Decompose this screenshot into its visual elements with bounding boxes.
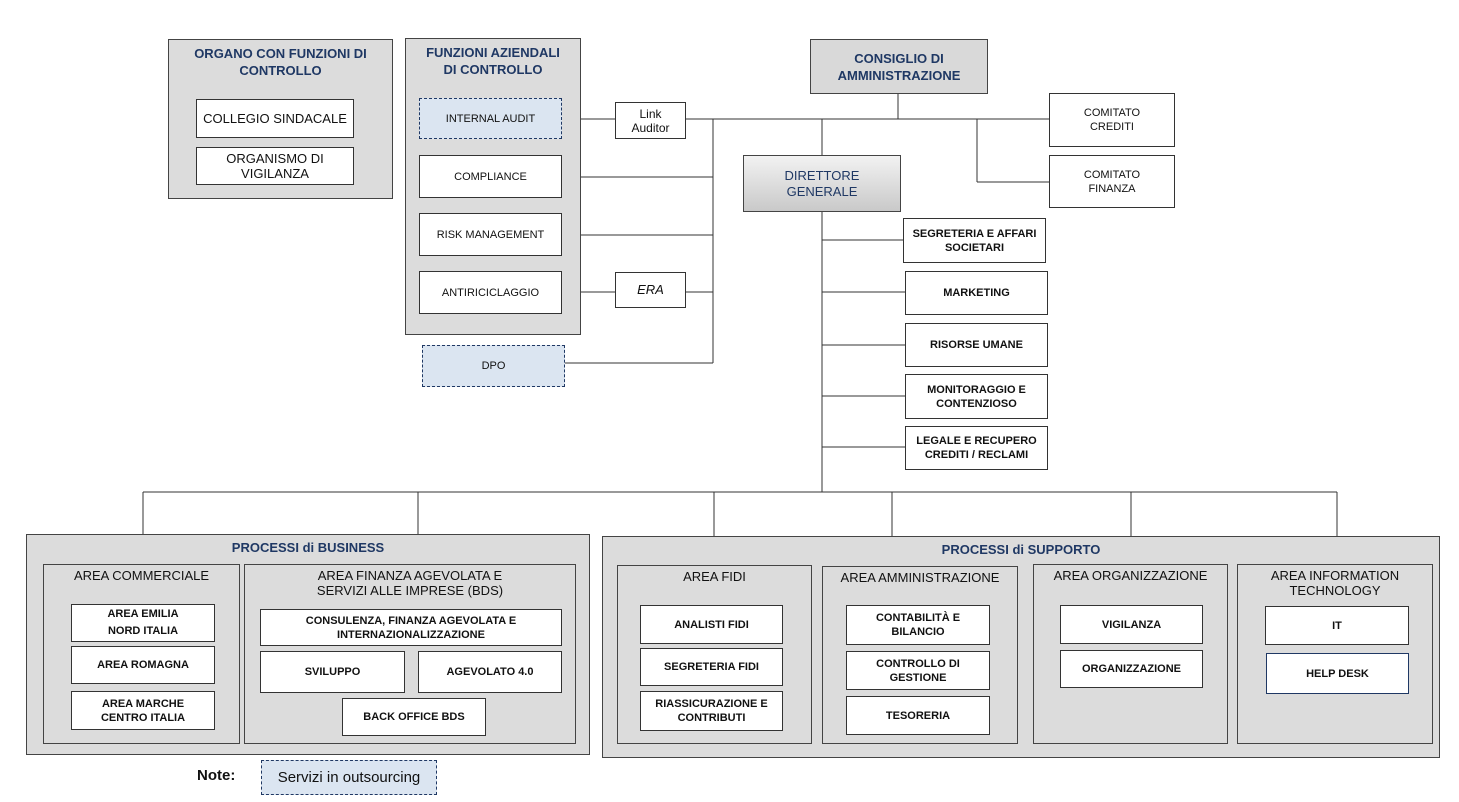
antiriciclaggio-box: ANTIRICICLAGGIO [419,271,562,314]
consulenza-finanza-box: CONSULENZA, FINANZA AGEVOLATA E INTERNAZ… [260,609,562,646]
segreteria-fidi-box: SEGRETERIA FIDI [640,648,783,686]
organo-controllo-title: ORGANO CON FUNZIONI DI CONTROLLO [194,46,367,78]
legale-recupero-crediti-box: LEGALE E RECUPERO CREDITI / RECLAMI [905,426,1048,470]
compliance-box: COMPLIANCE [419,155,562,198]
note-label: Note: [197,767,236,784]
area-commerciale-title: AREA COMMERCIALE [73,568,210,583]
riassicurazione-contributi-box: RIASSICURAZIONE E CONTRIBUTI [640,691,783,731]
area-emilia-box: AREA EMILIA NORD ITALIA [71,604,215,642]
consiglio-amministrazione-box: CONSIGLIO DI AMMINISTRAZIONE [810,39,988,94]
area-organizzazione-title: AREA ORGANIZZAZIONE [1053,568,1208,583]
contabilita-bilancio-box: CONTABILITÀ E BILANCIO [846,605,990,645]
tesoreria-box: TESORERIA [846,696,990,735]
controllo-gestione-box: CONTROLLO DI GESTIONE [846,651,990,690]
processi-business-title: PROCESSI di BUSINESS [231,540,385,555]
segreteria-affari-societari-box: SEGRETERIA E AFFARI SOCIETARI [903,218,1046,263]
dpo-box: DPO [422,345,565,387]
vigilanza-box: VIGILANZA [1060,605,1203,644]
funzioni-controllo-title: FUNZIONI AZIENDALI DI CONTROLLO [426,45,560,77]
collegio-sindacale-box: COLLEGIO SINDACALE [196,99,354,138]
outsourcing-legend: Servizi in outsourcing [261,760,437,795]
era-box: ERA [615,272,686,308]
agevolato-40-box: AGEVOLATO 4.0 [418,651,562,693]
area-finanza-agevolata-title: AREA FINANZA AGEVOLATA E SERVIZI ALLE IM… [316,568,504,598]
area-marche-box: AREA MARCHE CENTRO ITALIA [71,691,215,730]
analisti-fidi-box: ANALISTI FIDI [640,605,783,644]
processi-supporto-title: PROCESSI di SUPPORTO [941,542,1101,557]
link-auditor-box: Link Auditor [615,102,686,139]
comitato-finanza-box: COMITATO FINANZA [1049,155,1175,208]
help-desk-box: HELP DESK [1266,653,1409,694]
area-romagna-box: AREA ROMAGNA [71,646,215,684]
risorse-umane-box: RISORSE UMANE [905,323,1048,367]
risk-management-box: RISK MANAGEMENT [419,213,562,256]
area-fidi-title: AREA FIDI [683,569,746,584]
organismo-vigilanza-box: ORGANISMO DI VIGILANZA [196,147,354,185]
area-it-title: AREA INFORMATION TECHNOLOGY [1270,568,1400,598]
direttore-generale-box: DIRETTORE GENERALE [743,155,901,212]
back-office-bds-box: BACK OFFICE BDS [342,698,486,736]
monitoraggio-contenzioso-box: MONITORAGGIO E CONTENZIOSO [905,374,1048,419]
it-box: IT [1265,606,1409,645]
area-amministrazione-title: AREA AMMINISTRAZIONE [840,570,1000,585]
sviluppo-box: SVILUPPO [260,651,405,693]
comitato-crediti-box: COMITATO CREDITI [1049,93,1175,147]
internal-audit-box: INTERNAL AUDIT [419,98,562,139]
organizzazione-box: ORGANIZZAZIONE [1060,650,1203,688]
marketing-box: MARKETING [905,271,1048,315]
